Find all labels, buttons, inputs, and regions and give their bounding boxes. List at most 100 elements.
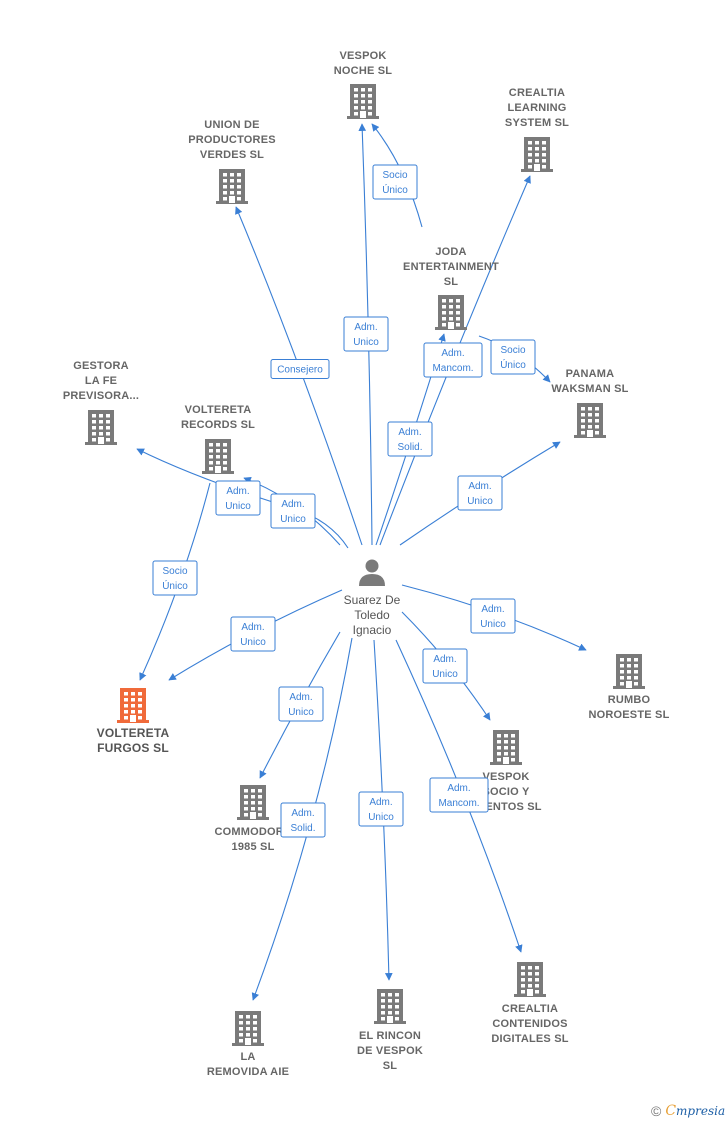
edge-label[interactable]: Adm. Unico bbox=[457, 475, 503, 511]
edge-label-text: Adm. bbox=[369, 797, 392, 808]
edge-label-text: Socio bbox=[162, 566, 187, 577]
edge-label-text: Único bbox=[162, 579, 188, 592]
building-icon[interactable] bbox=[435, 295, 467, 330]
person-name: Ignacio bbox=[353, 623, 392, 637]
company-name: REMOVIDA AIE bbox=[207, 1066, 289, 1078]
building-icon[interactable] bbox=[202, 439, 234, 474]
copyright-symbol: © bbox=[651, 1103, 662, 1119]
company-name: WAKSMAN SL bbox=[551, 383, 628, 395]
building-icon[interactable] bbox=[574, 403, 606, 438]
building-icon[interactable] bbox=[347, 84, 379, 119]
building-icon[interactable] bbox=[232, 1011, 264, 1046]
edge-label-text: Unico bbox=[353, 337, 379, 348]
company-node-panama-waksman[interactable]: PANAMA WAKSMAN SL bbox=[551, 368, 628, 438]
edge-label-text: Unico bbox=[240, 637, 266, 648]
edge-label[interactable]: Adm.Unico bbox=[215, 480, 261, 516]
company-name: CONTENIDOS bbox=[492, 1018, 567, 1030]
edge-label-text: Adm. bbox=[241, 622, 264, 633]
building-icon[interactable] bbox=[613, 654, 645, 689]
edge-label-text: Adm. bbox=[447, 783, 470, 794]
edge-label[interactable]: Adm. Unico bbox=[358, 791, 404, 827]
edge-label[interactable]: Adm.Unico bbox=[470, 598, 516, 634]
edge-label[interactable]: Adm. Mancom. bbox=[423, 342, 483, 378]
edge-label-text: Único bbox=[382, 183, 408, 196]
edge-label-text: Socio bbox=[382, 170, 407, 181]
building-icon[interactable] bbox=[374, 989, 406, 1024]
person-name: Toledo bbox=[354, 608, 390, 622]
company-name: LEARNING bbox=[507, 102, 566, 114]
company-name: SL bbox=[383, 1060, 398, 1072]
person-icon bbox=[359, 559, 385, 586]
company-name: LA FE bbox=[85, 375, 117, 387]
company-name: NOROESTE SL bbox=[588, 709, 669, 721]
brand-name: Cmpresia bbox=[665, 1103, 726, 1119]
edge-label-text: Adm. bbox=[468, 481, 491, 492]
company-name: EL RINCON bbox=[359, 1030, 421, 1042]
company-name: COMMODORE bbox=[215, 826, 292, 838]
edge-label-text: Adm. bbox=[291, 808, 314, 819]
building-icon[interactable] bbox=[117, 688, 149, 723]
edge-label-text: Unico bbox=[432, 669, 458, 680]
company-node-la-removida[interactable]: LA REMOVIDA AIE bbox=[207, 1011, 289, 1078]
company-name: NOCHE SL bbox=[334, 65, 393, 77]
building-icon[interactable] bbox=[490, 730, 522, 765]
edge-label-text: Mancom. bbox=[432, 363, 473, 374]
edge-label-text: Unico bbox=[280, 514, 306, 525]
brand-logo: © Cmpresia bbox=[651, 1103, 725, 1119]
company-name: SOCIO Y bbox=[482, 786, 530, 798]
building-icon[interactable] bbox=[237, 785, 269, 820]
building-icon[interactable] bbox=[216, 169, 248, 204]
company-name: VERDES SL bbox=[200, 149, 264, 161]
edge-label-text: Unico bbox=[467, 496, 493, 507]
company-node-rumbo-noroeste[interactable]: RUMBO NOROESTE SL bbox=[588, 654, 669, 721]
edge-label[interactable]: Adm.Solid. bbox=[280, 802, 326, 838]
person-name: Suarez De bbox=[344, 593, 401, 607]
company-name: VESPOK bbox=[482, 771, 529, 783]
edge-label[interactable]: Adm.Unico bbox=[422, 648, 468, 684]
company-name: UNION DE bbox=[204, 119, 259, 131]
edge-label[interactable]: Adm.Mancom. bbox=[429, 777, 489, 813]
edge-label-text: Adm. bbox=[441, 348, 464, 359]
company-name: PANAMA bbox=[566, 368, 615, 380]
edge-label-text: Unico bbox=[480, 619, 506, 630]
company-name: DIGITALES SL bbox=[491, 1033, 568, 1045]
building-icon[interactable] bbox=[521, 137, 553, 172]
edge-label-text: Adm. bbox=[289, 692, 312, 703]
company-name: VOLTERETA bbox=[97, 726, 170, 740]
company-name: RUMBO bbox=[608, 694, 651, 706]
edge-label-text: Unico bbox=[368, 812, 394, 823]
building-icon[interactable] bbox=[514, 962, 546, 997]
building-icon[interactable] bbox=[85, 410, 117, 445]
edge-label[interactable]: Adm.Solid. bbox=[387, 421, 433, 457]
edge-label-text: Adm. bbox=[354, 322, 377, 333]
edge-label[interactable]: Adm.Unico bbox=[278, 686, 324, 722]
edge-label-text: Adm. bbox=[281, 499, 304, 510]
edge-label[interactable]: Consejero bbox=[270, 359, 330, 379]
edge-label-text: Socio bbox=[500, 345, 525, 356]
company-name: GESTORA bbox=[73, 360, 129, 372]
company-name: CREALTIA bbox=[509, 87, 565, 99]
company-name: LA bbox=[240, 1051, 255, 1063]
edge-label-text: Solid. bbox=[397, 442, 422, 453]
edge-label[interactable]: Adm. Unico bbox=[343, 316, 389, 352]
edge-label-text: Consejero bbox=[277, 365, 323, 376]
company-name: RECORDS SL bbox=[181, 419, 255, 431]
edge-label[interactable]: Adm. Unico bbox=[270, 493, 316, 529]
edge-label[interactable]: Adm. Unico bbox=[230, 616, 276, 652]
